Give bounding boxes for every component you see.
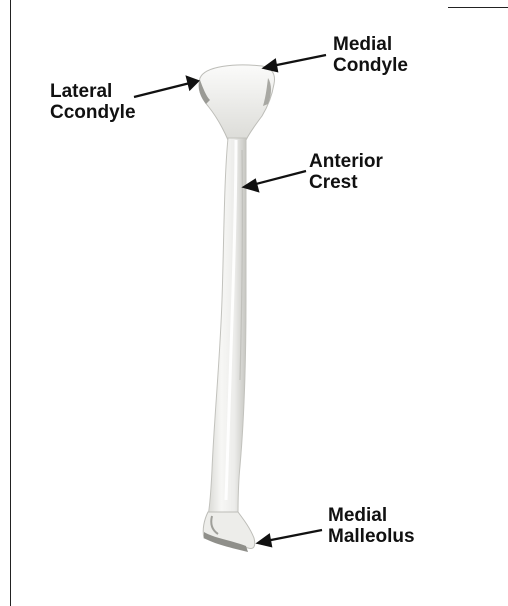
label-anterior-crest-line2: Crest: [309, 172, 383, 193]
label-anterior-crest-line1: Anterior: [309, 151, 383, 172]
label-medial-malleolus-line1: Medial: [328, 505, 415, 526]
label-medial-condyle: Medial Condyle: [333, 34, 408, 76]
label-medial-condyle-line1: Medial: [333, 34, 408, 55]
label-medial-malleolus-line2: Malleolus: [328, 526, 415, 547]
label-medial-malleolus: Medial Malleolus: [328, 505, 415, 547]
label-lateral-condyle-line1: Lateral: [50, 81, 136, 102]
label-medial-condyle-line2: Condyle: [333, 55, 408, 76]
tibia-head: [199, 65, 275, 140]
label-anterior-crest: Anterior Crest: [309, 151, 383, 193]
label-lateral-condyle-line2: Ccondyle: [50, 102, 136, 123]
label-lateral-condyle: Lateral Ccondyle: [50, 81, 136, 123]
